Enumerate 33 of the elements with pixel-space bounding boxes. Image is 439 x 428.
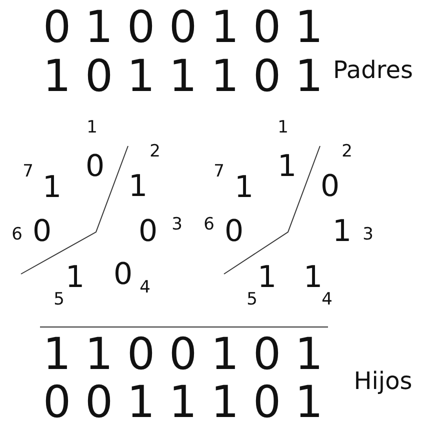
bit-digit: 1 <box>65 263 85 293</box>
bit-digit: 0 <box>138 217 158 247</box>
bit-digit: 1 <box>257 263 277 293</box>
bit-string: 1100101 <box>43 333 337 377</box>
bit-digit: 1 <box>332 217 352 247</box>
position-number: 6 <box>12 226 22 244</box>
caption-text: Padres <box>333 58 413 82</box>
bit-digit: 0 <box>320 172 340 202</box>
bit-digit: 1 <box>303 263 323 293</box>
bit-digit: 1 <box>42 173 62 203</box>
bit-digit: 1 <box>234 173 254 203</box>
caption-text: Hijos <box>354 369 412 393</box>
bit-string: 0100101 <box>43 6 337 50</box>
bit-digit: 0 <box>85 152 105 182</box>
bit-string: 0011101 <box>43 381 337 425</box>
position-number: 1 <box>86 120 98 136</box>
bit-digit: 1 <box>277 152 297 182</box>
position-number: 2 <box>150 144 160 160</box>
position-number: 1 <box>278 120 288 136</box>
position-number: 7 <box>214 164 224 180</box>
position-number: 3 <box>362 226 374 244</box>
position-number: 3 <box>172 216 182 234</box>
position-number: 5 <box>54 292 64 308</box>
position-number: 5 <box>246 292 258 308</box>
position-number: 4 <box>140 280 150 296</box>
position-number: 2 <box>342 144 352 160</box>
position-number: 7 <box>22 164 34 180</box>
bit-digit: 0 <box>224 217 244 247</box>
position-number: 4 <box>322 292 332 308</box>
bit-digit: 0 <box>113 260 133 290</box>
bit-digit: 0 <box>32 217 52 247</box>
bit-digit: 1 <box>128 172 148 202</box>
position-number: 6 <box>204 216 214 234</box>
